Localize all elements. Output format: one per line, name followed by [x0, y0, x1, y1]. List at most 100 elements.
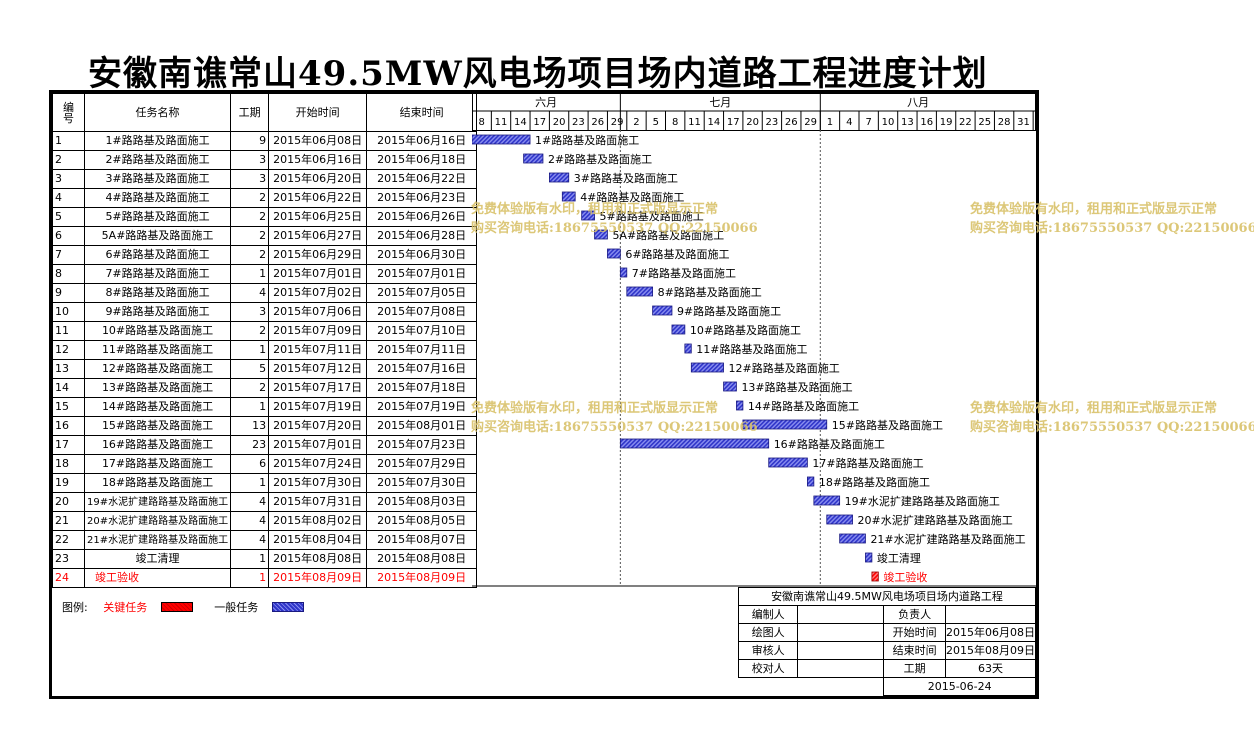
task-no: 15: [52, 397, 85, 417]
gantt-bar-label: 3#路路基及路面施工: [574, 172, 678, 185]
compiler-value: [797, 605, 885, 624]
task-duration: 1: [230, 340, 270, 360]
task-start: 2015年06月29日: [268, 245, 368, 265]
task-start: 2015年06月08日: [268, 131, 368, 151]
task-no: 21: [52, 511, 85, 531]
task-name: 11#路路基及路面施工: [83, 340, 232, 360]
tick-label: 11: [495, 117, 508, 128]
task-no: 10: [52, 302, 85, 322]
tick-label: 25: [978, 117, 991, 128]
tick-label: 11: [688, 117, 701, 128]
task-duration: 1: [230, 549, 270, 569]
task-no: 5: [52, 207, 85, 227]
start-value: 2015年06月08日: [944, 623, 1037, 642]
gantt-bar: [813, 495, 841, 506]
gantt-bar-label: 17#路路基及路面施工: [812, 457, 923, 470]
task-start: 2015年07月19日: [268, 397, 368, 417]
page-title: 安徽南谯常山49.5MW风电场项目场内道路工程进度计划: [88, 54, 988, 94]
task-no: 11: [52, 321, 85, 341]
task-duration: 6: [230, 454, 270, 474]
tick-label: 14: [514, 117, 527, 128]
task-duration: 2: [230, 245, 270, 265]
task-start: 2015年07月01日: [268, 435, 368, 455]
task-start: 2015年08月02日: [268, 511, 368, 531]
task-duration: 3: [230, 302, 270, 322]
owner-value: [944, 605, 1037, 624]
gantt-bar: [684, 343, 692, 354]
task-name: 16#路路基及路面施工: [83, 435, 232, 455]
task-name: 10#路路基及路面施工: [83, 321, 232, 341]
gantt-bar: [549, 172, 570, 183]
month-label: 六月: [535, 96, 557, 109]
watermark-line2: 购买咨询电话:18675550537 QQ:22150066: [970, 221, 1254, 236]
legend-normal-swatch: [271, 602, 304, 612]
task-start: 2015年07月24日: [268, 454, 368, 474]
end-value: 2015年08月09日: [944, 641, 1037, 660]
task-no: 20: [52, 492, 85, 512]
watermark-line1: 免费体验版有水印，租用和正式版显示正常: [970, 202, 1218, 217]
task-start: 2015年06月27日: [268, 226, 368, 246]
task-start: 2015年06月25日: [268, 207, 368, 227]
task-name: 9#路路基及路面施工: [83, 302, 232, 322]
watermark-1: 免费体验版有水印，租用和正式版显示正常 购买咨询电话:18675550537 Q…: [471, 200, 758, 238]
task-no: 3: [52, 169, 85, 189]
task-end: 2015年06月23日: [366, 188, 478, 208]
owner-label: 负责人: [883, 605, 946, 624]
tick-label: 17: [533, 117, 546, 128]
gantt-bar-label: 11#路路基及路面施工: [696, 343, 807, 356]
title-block-date: 2015-06-24: [883, 677, 1036, 696]
gantt-bar: [806, 476, 815, 487]
gantt-bar: [619, 267, 628, 278]
gantt-bar: [736, 400, 744, 411]
gantt-bar: [768, 457, 808, 468]
task-name: 2#路路基及路面施工: [83, 150, 232, 170]
task-end: 2015年06月18日: [366, 150, 478, 170]
task-start: 2015年07月31日: [268, 492, 368, 512]
task-start: 2015年06月16日: [268, 150, 368, 170]
end-label: 结束时间: [883, 641, 946, 660]
task-duration: 3: [230, 169, 270, 189]
task-duration: 4: [230, 492, 270, 512]
watermark-2: 免费体验版有水印，租用和正式版显示正常 购买咨询电话:18675550537 Q…: [970, 200, 1254, 238]
task-end: 2015年08月05日: [366, 511, 478, 531]
tick-label: 10: [882, 117, 895, 128]
tick-label: 20: [553, 117, 566, 128]
task-name: 5A#路路基及路面施工: [83, 226, 232, 246]
reviewer-value: [797, 641, 885, 660]
tick-label: 8: [478, 117, 484, 128]
gantt-bar-label: 6#路路基及路面施工: [625, 248, 729, 261]
legend-normal-label: 一般任务: [214, 601, 259, 614]
task-name: 20#水泥扩建路路基及路面施工: [83, 511, 232, 531]
tick-label: 22: [959, 117, 972, 128]
watermark-line1: 免费体验版有水印，租用和正式版显示正常: [970, 401, 1218, 416]
task-end: 2015年07月10日: [366, 321, 478, 341]
watermark-line1: 免费体验版有水印，租用和正式版显示正常: [471, 202, 719, 217]
task-name: 5#路路基及路面施工: [83, 207, 232, 227]
task-duration: 2: [230, 188, 270, 208]
task-end: 2015年06月22日: [366, 169, 478, 189]
tick-label: 1: [827, 117, 833, 128]
gantt-bar: [607, 248, 621, 259]
task-no: 18: [52, 454, 85, 474]
legend: 图例: 关键任务 一般任务: [62, 599, 312, 615]
task-name: 8#路路基及路面施工: [83, 283, 232, 303]
task-start: 2015年06月22日: [268, 188, 368, 208]
task-no: 19: [52, 473, 85, 493]
gantt-bar-label: 5A#路路基及路面施工: [612, 229, 724, 242]
task-no: 9: [52, 283, 85, 303]
task-name: 15#路路基及路面施工: [83, 416, 232, 436]
task-name: 18#路路基及路面施工: [83, 473, 232, 493]
